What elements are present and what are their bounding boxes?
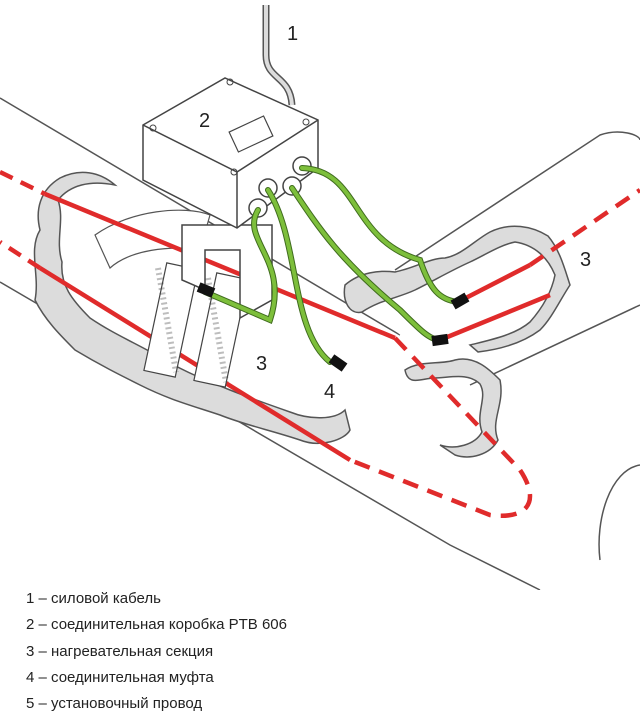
branch-pipe — [350, 132, 640, 391]
insulation-ring-left — [33, 171, 351, 444]
installation-wires — [202, 165, 461, 365]
insulation-ring-center — [404, 358, 502, 458]
legend: 1 – силовой кабель 2 – соединительная ко… — [26, 586, 287, 717]
heating-cable-branch — [439, 188, 640, 343]
legend-item: 2 – соединительная коробка PTB 606 — [26, 616, 287, 634]
legend-item: 4 – соединительная муфта — [26, 668, 214, 686]
branch-pipe-bottom-edge — [469, 304, 640, 386]
pipe-heating-diagram: 1 2 3 3 4 — [0, 5, 640, 590]
legend-item: 5 – установочный провод — [26, 695, 203, 713]
callout-3-left: 3 — [256, 353, 267, 375]
callout-1: 1 — [287, 23, 298, 45]
branch-pipe-top-edge — [394, 131, 640, 271]
couplings — [196, 282, 470, 372]
callout-4: 4 — [324, 381, 335, 403]
insulation-ring-branch — [343, 225, 571, 353]
heating-cable-main — [0, 169, 533, 519]
callout-2: 2 — [199, 110, 210, 132]
legend-item: 3 – нагревательная секция — [26, 642, 214, 660]
legend-item: 1 – силовой кабель — [26, 590, 161, 607]
main-pipe-far-end — [598, 464, 640, 561]
box-stand — [181, 224, 273, 320]
callout-3-right: 3 — [580, 249, 591, 271]
